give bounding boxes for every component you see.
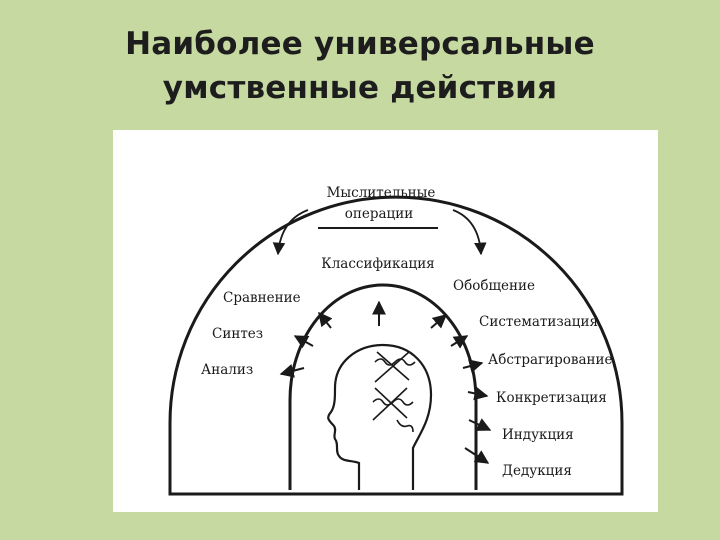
mental-operations-diagram: Мыслительные операции Классификация Срав… [168,185,624,496]
slide-title-line-1: Наиболее универсальные [125,26,595,62]
diagram-panel: Мыслительные операции Классификация Срав… [113,130,658,512]
radial-arrows [279,300,492,464]
scribble-upper-coil [374,358,416,366]
label-generalization: Обобщение [453,278,535,294]
scribble-upper-cross [374,351,410,383]
label-abstraction: Абстрагирование [488,352,613,368]
header-line-1: Мыслительные [327,185,436,201]
left-curved-arrow [272,209,309,256]
label-synthesis: Синтез [212,326,263,342]
label-induction: Индукция [502,427,574,443]
radial-arrow-right-1 [430,314,448,329]
radial-arrow-right-5 [468,418,492,431]
scribble-lower-cross [372,387,408,421]
label-concretization: Конкретизация [496,390,607,406]
radial-arrow-left-1 [318,311,333,329]
spiral-brain-scribble-icon [372,351,416,433]
radial-arrow-right-6 [464,447,490,464]
radial-arrow-right-4 [467,386,489,401]
outer-dome [168,195,624,496]
label-comparison: Сравнение [223,290,301,306]
radial-arrow-right-2 [450,335,469,349]
radial-arrow-left-2 [293,335,314,349]
label-deduction: Дедукция [502,463,572,479]
label-classification: Классификация [321,256,434,272]
slide-title: Наиболее универсальные умственные действ… [0,22,720,110]
right-curved-arrow [452,209,487,256]
slide-title-line-2: умственные действия [162,70,558,106]
label-systematization: Систематизация [479,314,598,330]
inner-dome [288,283,478,490]
header-line-2: операции [345,206,413,222]
human-head-profile-icon [327,343,433,490]
radial-arrow-left-3 [279,364,305,378]
radial-arrow-right-3 [462,359,484,373]
scribble-tail [396,419,414,433]
label-analysis: Анализ [201,362,253,378]
